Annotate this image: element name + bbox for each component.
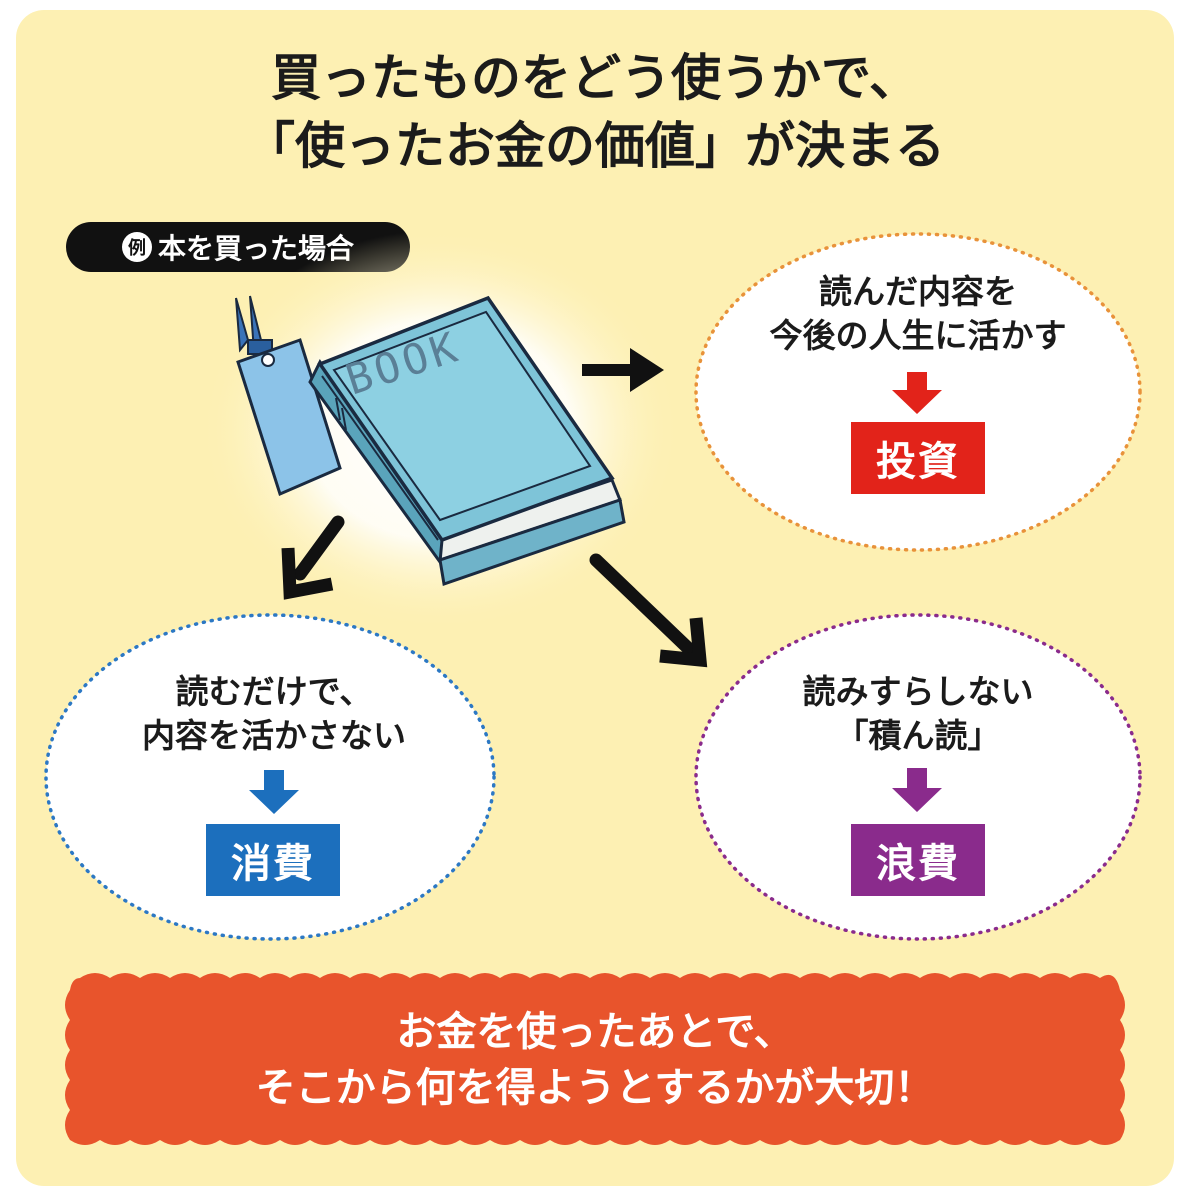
consume-down-arrow-icon: [249, 770, 299, 814]
conclusion-line-1: お金を使ったあとで、: [396, 1009, 794, 1055]
waste-text: 読みすらしない 「積ん読」: [700, 670, 1136, 758]
consume-tag: 消費: [206, 824, 340, 896]
consume-line-2: 内容を活かさない: [142, 716, 406, 755]
consume-text: 読むだけで、 内容を活かさない: [50, 670, 498, 758]
title-line-2: 「使ったお金の価値」が決まる: [245, 117, 945, 175]
invest-tag: 投資: [851, 422, 985, 494]
invest-line-1: 読んだ内容を: [819, 272, 1017, 311]
waste-down-arrow-icon: [892, 768, 942, 812]
conclusion-line-2: そこから何を得ようとするかが大切！: [255, 1065, 935, 1111]
arrow-to-invest: [582, 348, 664, 392]
consume-line-1: 読むだけで、: [175, 672, 373, 711]
conclusion-text: お金を使ったあとで、 そこから何を得ようとするかが大切！: [60, 1004, 1130, 1116]
waste-line-2: 「積ん読」: [835, 716, 1001, 755]
invest-down-arrow-icon: [892, 372, 942, 414]
arrow-to-consume: [281, 515, 345, 600]
title-line-1: 買ったものをどう使うかで、: [271, 49, 919, 107]
book-icon: [308, 295, 626, 586]
invest-text: 読んだ内容を 今後の人生に活かす: [700, 270, 1136, 358]
example-mark: 例: [121, 232, 152, 262]
waste-line-1: 読みすらしない: [802, 672, 1034, 711]
waste-tag: 浪費: [851, 824, 985, 896]
conclusion-banner: [65, 973, 1125, 1145]
invest-line-2: 今後の人生に活かす: [769, 316, 1067, 355]
page-title: 買ったものをどう使うかで、 「使ったお金の価値」が決まる: [0, 44, 1190, 180]
arrow-to-waste: [589, 553, 708, 668]
bookmark-icon: [235, 295, 342, 497]
